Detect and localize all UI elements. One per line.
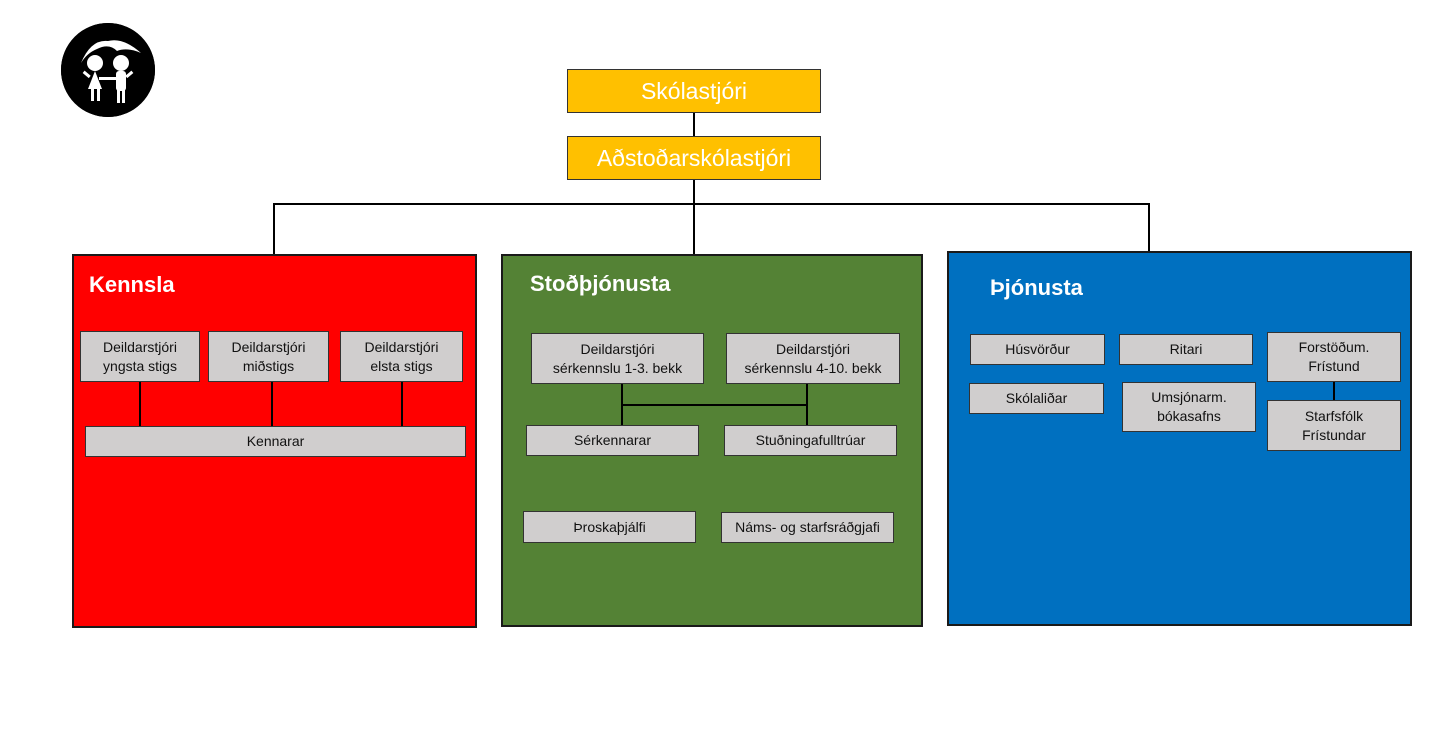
head-oldest-box: Deildarstjóri elsta stigs [340,331,463,382]
connector-line [273,203,275,255]
connector-line [1148,203,1150,251]
after-school-director-box: Forstöðum. Frístund [1267,332,1401,382]
teachers-box: Kennarar [85,426,466,457]
head-special-ed-1-3-box: Deildarstjóri sérkennslu 1-3. bekk [531,333,704,384]
kennsla-title: Kennsla [89,272,175,297]
librarian-box: Umsjónarm. bókasafns [1122,382,1256,432]
head-youngest-box: Deildarstjóri yngsta stigs [80,331,200,382]
head-special-ed-4-10-box: Deildarstjóri sérkennslu 4-10. bekk [726,333,900,384]
kennsla-panel: Kennsla Deildarstjóri yngsta stigs Deild… [72,254,477,628]
connector-line [1333,380,1335,402]
support-staff-box: Stuðningafulltrúar [724,425,897,456]
janitor-box: Húsvörður [970,334,1105,365]
after-school-staff-box: Starfsfólk Frístundar [1267,400,1401,451]
school-children-logo-icon [61,23,155,117]
thjonusta-panel: Þjónusta Húsvörður Ritari Forstöðum. Frí… [947,251,1412,626]
connector-line [693,112,695,136]
principal-box: Skólastjóri [567,69,821,113]
career-counselor-box: Náms- og starfsráðgjafi [721,512,894,543]
connector-line [273,203,1150,205]
secretary-box: Ritari [1119,334,1253,365]
connector-line [139,381,141,427]
stodthjonusta-panel: Stoðþjónusta Deildarstjóri sérkennslu 1-… [501,254,923,627]
developmental-therapist-box: Þroskaþjálfi [523,511,696,543]
connector-line [271,381,273,427]
head-middle-box: Deildarstjóri miðstigs [208,331,329,382]
assistant-principal-box: Aðstoðarskólastjóri [567,136,821,180]
thjonusta-title: Þjónusta [990,275,1083,300]
stodthjonusta-title: Stoðþjónusta [530,271,671,296]
connector-line [401,381,403,427]
special-teachers-box: Sérkennarar [526,425,699,456]
connector-line [621,404,808,406]
connector-line [693,180,695,254]
school-aides-box: Skólaliðar [969,383,1104,414]
